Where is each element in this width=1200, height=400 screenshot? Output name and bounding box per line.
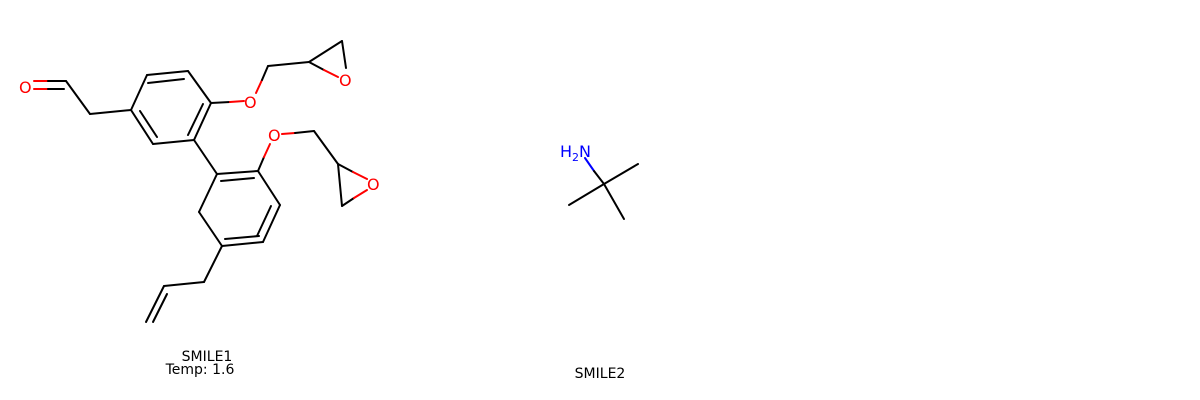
bond-ch2-ring1 bbox=[89, 109, 132, 115]
bond-ring1-inner-3 bbox=[187, 103, 204, 136]
molecule-2-caption: SMILE2 bbox=[574, 366, 626, 382]
molecule-1-caption: SMILE1 bbox=[181, 349, 233, 365]
bond-ring2-o2-c bbox=[257, 156, 265, 172]
atom-amine-h-symbol: H bbox=[560, 142, 572, 161]
bond-ring2-f bbox=[198, 173, 218, 213]
bond-allyl-double-2 bbox=[152, 293, 168, 323]
bond-ch2-epox2 bbox=[313, 130, 339, 165]
bond-n-c-c bbox=[593, 170, 605, 185]
bond-c-methyl-1 bbox=[603, 163, 639, 185]
atom-oxygen-ether-2: O bbox=[268, 126, 281, 145]
bond-epox1-c-o2c bbox=[308, 61, 325, 71]
bond-ring1-e bbox=[152, 139, 195, 145]
atom-oxygen-ether-1: O bbox=[244, 93, 257, 112]
bond-ring2-allyl bbox=[203, 245, 223, 283]
bond-ring2-c bbox=[262, 204, 281, 243]
bond-o2-ch2-c bbox=[294, 130, 315, 134]
bond-c-methyl-3 bbox=[568, 183, 605, 206]
bond-epox1-cc bbox=[308, 40, 343, 63]
bond-ring2-inner-3 bbox=[224, 235, 260, 240]
bond-epox2-c-o2c bbox=[341, 197, 355, 207]
bond-ring2-inner-1 bbox=[220, 177, 255, 182]
bond-epox2-cc bbox=[337, 163, 343, 207]
bond-o1-ch2-c bbox=[261, 65, 269, 81]
bond-epox2-c-o1o bbox=[352, 171, 368, 180]
bond-ring1-o1-o bbox=[229, 100, 245, 103]
bond-ring2-inner-2 bbox=[256, 205, 272, 237]
bond-epox1-c-o2o bbox=[323, 69, 339, 78]
bond-ch2-epox1 bbox=[267, 61, 310, 67]
bond-allyl-double-1 bbox=[145, 285, 165, 323]
atom-oxygen-epoxide-2: O bbox=[367, 175, 380, 194]
bond-ring1-inner-1 bbox=[147, 78, 185, 84]
bond-aldehyde-ch2 bbox=[65, 80, 91, 115]
bond-o1-ch2-o bbox=[255, 79, 263, 94]
bond-ring2-e bbox=[198, 211, 223, 247]
bond-epox2-c-o2o bbox=[353, 189, 368, 199]
bond-ring2-o2-o bbox=[263, 143, 271, 158]
molecule-2-structure: H2N bbox=[560, 142, 639, 220]
bond-ring2-d bbox=[221, 241, 264, 247]
molecule-1-structure: O O O O O bbox=[19, 40, 380, 323]
bond-n-c-n bbox=[584, 157, 595, 172]
bond-epox1-c-o bbox=[341, 40, 347, 69]
atom-amine-hydrogen: H2N bbox=[560, 142, 591, 164]
bond-biaryl bbox=[193, 139, 218, 175]
bond-ring1-d bbox=[193, 102, 212, 141]
bond-c-methyl-2 bbox=[603, 183, 625, 220]
bond-ring2-b bbox=[257, 170, 281, 206]
bond-allyl-ch2 bbox=[163, 281, 205, 287]
atom-oxygen-epoxide-1: O bbox=[339, 71, 352, 90]
bond-ring2-a bbox=[216, 170, 259, 175]
bond-o2-ch2-o bbox=[281, 132, 296, 135]
atom-oxygen-aldehyde: O bbox=[19, 78, 32, 97]
bond-ring1-f bbox=[130, 109, 154, 145]
atom-amine-h-count: 2 bbox=[572, 151, 579, 164]
bond-ring1-o1-c bbox=[210, 101, 231, 104]
bond-ring1-a bbox=[130, 74, 148, 111]
bond-ring1-inner-2 bbox=[139, 110, 158, 138]
bond-ring1-b bbox=[146, 70, 189, 76]
bond-ring1-c bbox=[187, 70, 212, 104]
atom-nitrogen-amine: N bbox=[579, 142, 591, 161]
bond-epox2-c-o1c bbox=[337, 163, 354, 173]
molecule-1-subcaption: Temp: 1.6 bbox=[165, 362, 235, 378]
